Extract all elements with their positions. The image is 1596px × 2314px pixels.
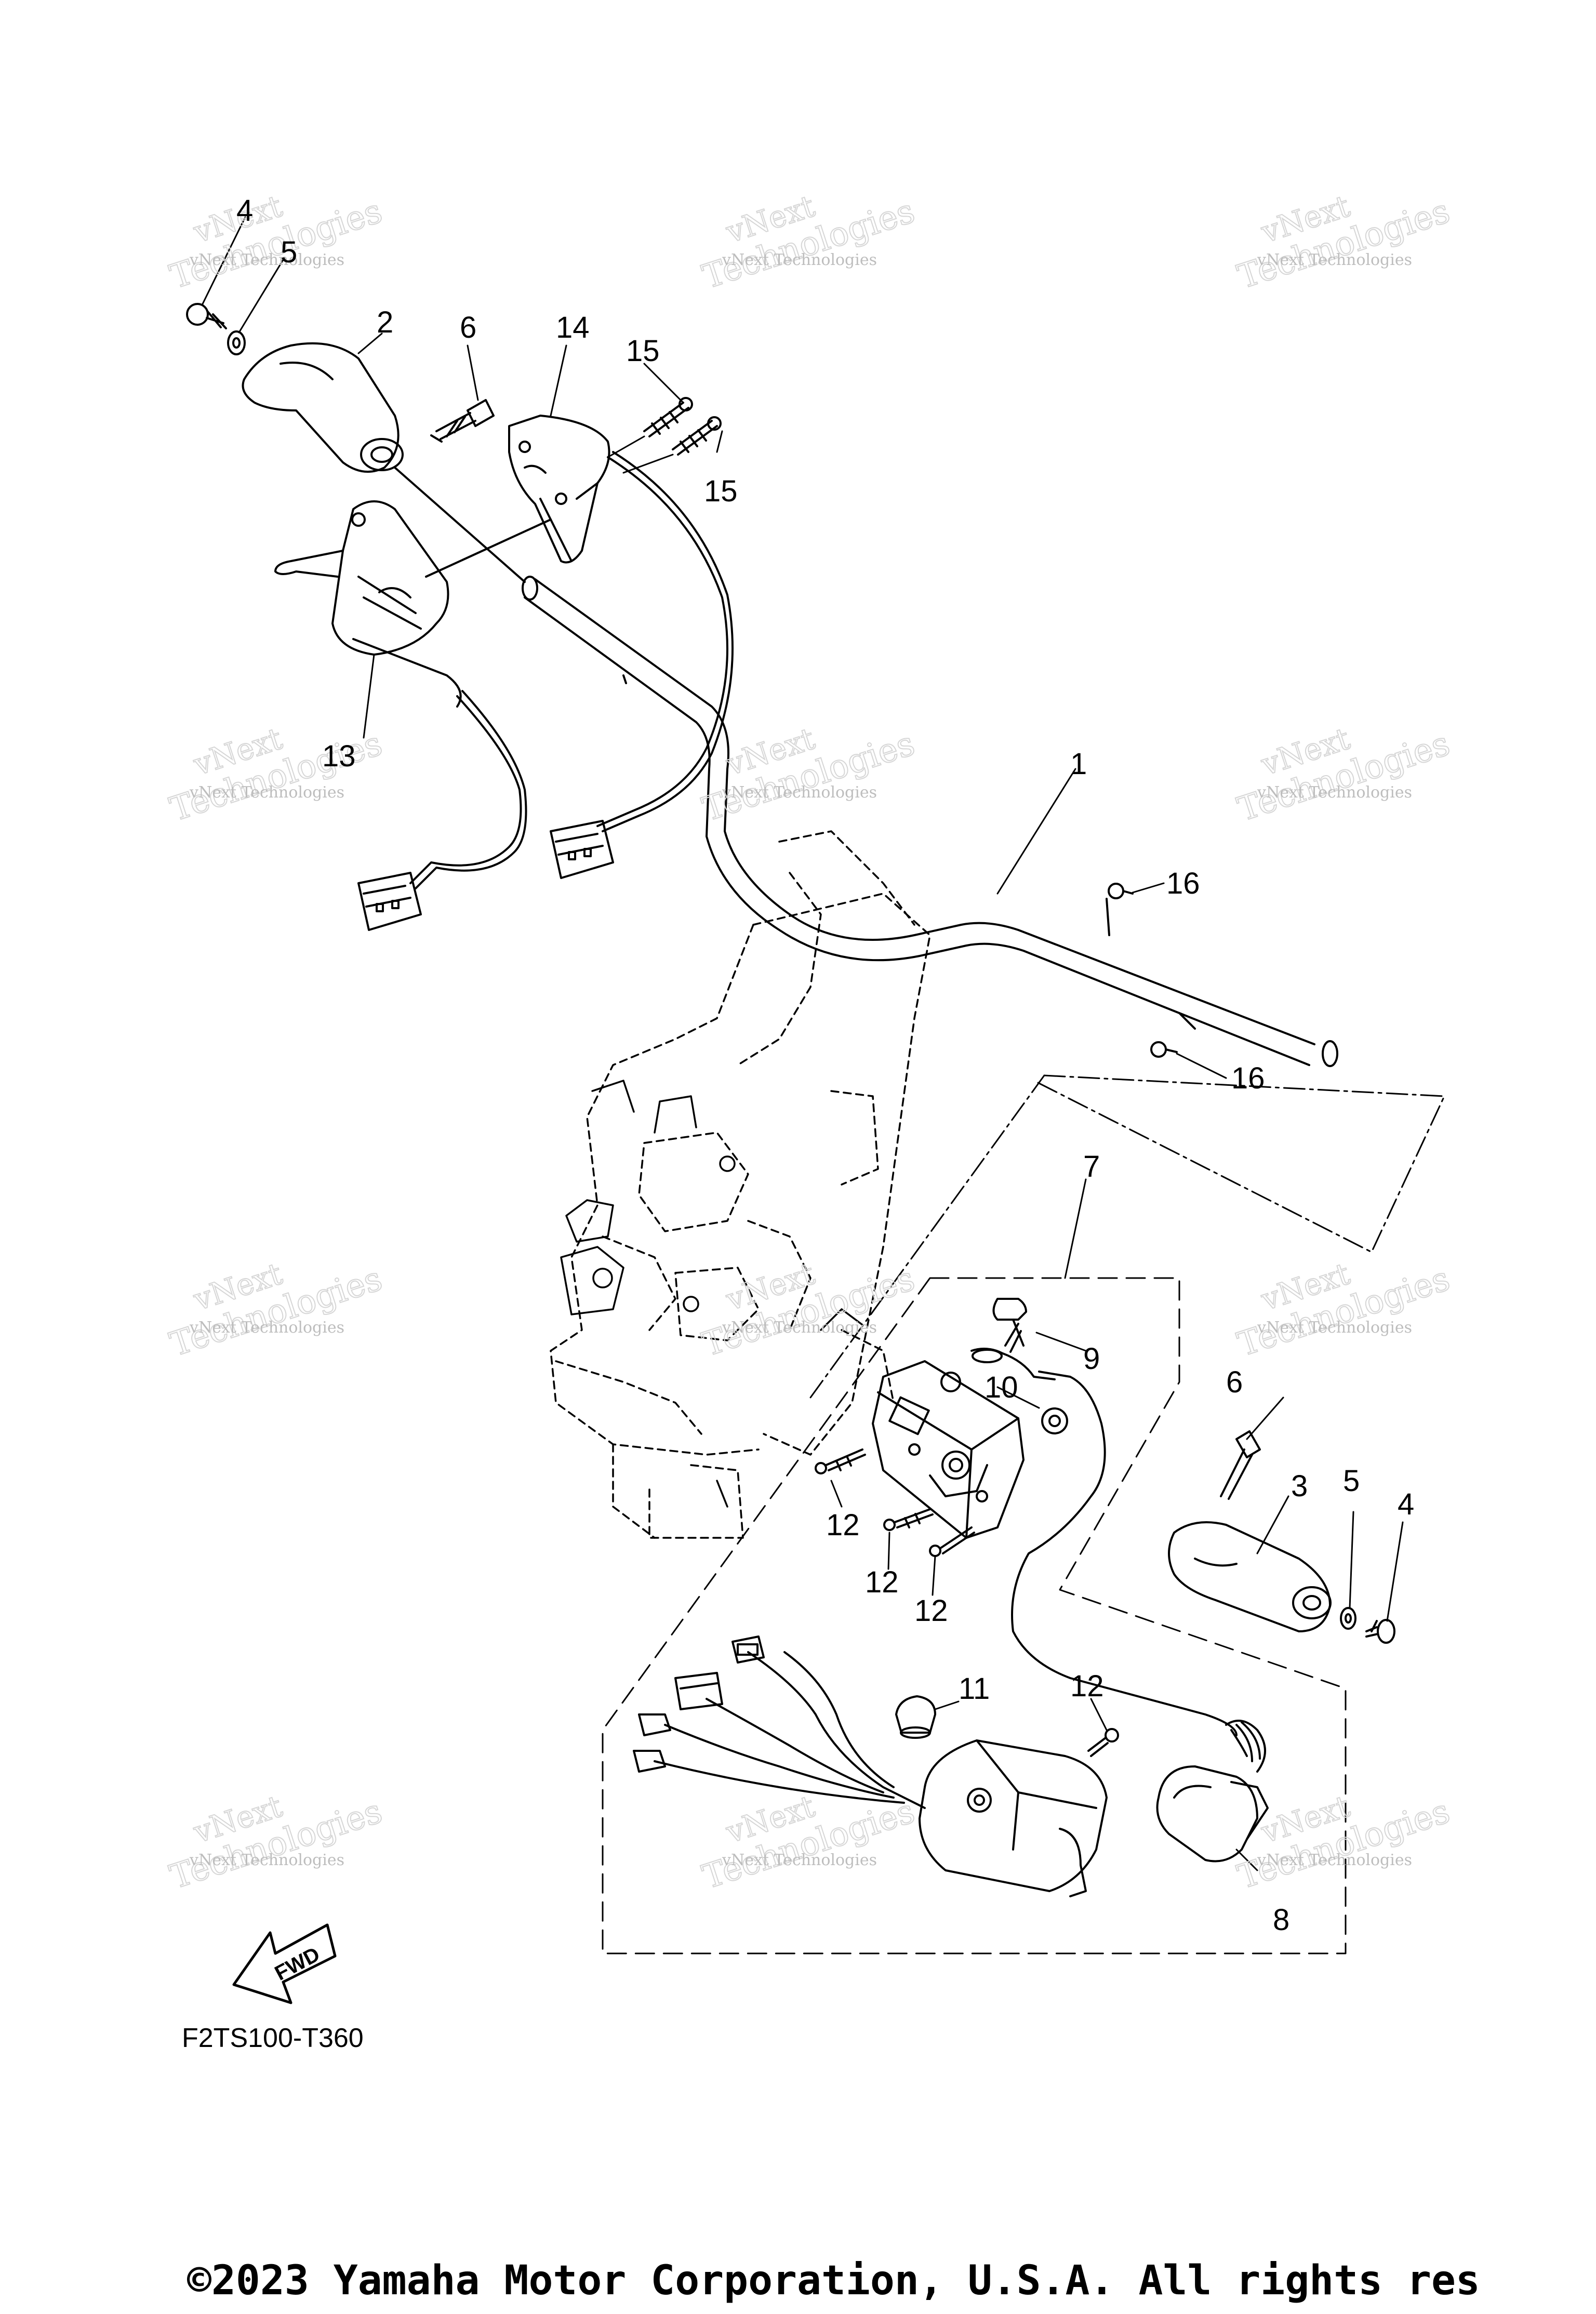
lower-connector-b (674, 1672, 723, 1710)
callout-10: 10 (985, 1371, 1018, 1404)
screw-9 (992, 1298, 1027, 1353)
screw-15-lower (672, 416, 722, 456)
steering-column-outline (550, 830, 931, 1539)
callout-14: 14 (556, 311, 590, 344)
left-grip (242, 342, 526, 583)
left-connector-b (550, 820, 614, 879)
lower-switch-housing (919, 1739, 1108, 1897)
callout-12-c: 12 (914, 1594, 948, 1628)
lanyard (1156, 1720, 1269, 1863)
svg-text:vNext Technologies: vNext Technologies (1257, 251, 1412, 269)
right-bolt (1220, 1430, 1261, 1500)
left-wire-harness (409, 451, 734, 889)
lanyard-clip (970, 1348, 1238, 1736)
left-switch-housing (274, 500, 552, 708)
fwd-label: FWD (271, 1943, 324, 1985)
switch-kit-outline (602, 1277, 1347, 1954)
left-washer (227, 330, 246, 355)
screw-12-d (1087, 1728, 1119, 1757)
svg-text:vNext Technologies: vNext Technologies (189, 1319, 344, 1337)
callout-15-lower: 15 (704, 474, 738, 508)
screw-12-a (815, 1448, 866, 1474)
steering-column-detail (560, 1080, 863, 1508)
handlebar (522, 576, 1338, 1067)
diagram-code: F2TS100-T360 (182, 2023, 364, 2053)
screw-15-upper (643, 397, 693, 437)
callout-4-right: 4 (1398, 1487, 1414, 1521)
right-washer (1340, 1607, 1356, 1630)
lower-connector-d (633, 1750, 666, 1773)
callout-13: 13 (322, 739, 356, 773)
callout-3: 3 (1291, 1469, 1308, 1503)
callout-4-left: 4 (236, 194, 253, 228)
right-grip (1168, 1521, 1332, 1632)
left-bolt (430, 399, 495, 443)
callout-labels: 4 5 2 6 14 15 15 13 1 16 16 7 9 10 12 12… (236, 194, 1414, 1937)
left-connector-a (357, 872, 422, 931)
callout-6-right: 6 (1226, 1365, 1243, 1399)
switch-box (872, 1360, 1025, 1539)
lower-connector-a (732, 1635, 765, 1664)
svg-text:vNext Technologies: vNext Technologies (189, 1851, 344, 1869)
lower-connector-c (638, 1713, 671, 1736)
svg-text:vNext Technologies: vNext Technologies (722, 1851, 877, 1869)
callout-6-left: 6 (460, 311, 476, 344)
callout-15-upper: 15 (626, 334, 660, 368)
svg-text:vNext Technologies: vNext Technologies (1257, 1851, 1412, 1869)
svg-text:vNext Technologies: vNext Technologies (189, 783, 344, 802)
callout-12-d: 12 (1070, 1669, 1104, 1703)
switch-cap (895, 1695, 936, 1739)
assembly-center-line (809, 1074, 1445, 1399)
bolt-16-upper (1106, 883, 1134, 936)
copyright-notice: ©2023 Yamaha Motor Corporation, U.S.A. A… (187, 2257, 1480, 2304)
screw-12-b (883, 1508, 934, 1531)
callout-8: 8 (1273, 1903, 1289, 1937)
callout-2: 2 (377, 305, 393, 339)
lower-wire-harness (654, 1651, 926, 1809)
callout-5-left: 5 (281, 235, 297, 269)
leader-lines (202, 216, 1404, 1871)
callout-1: 1 (1070, 747, 1087, 781)
svg-text:vNext Technologies: vNext Technologies (722, 1319, 877, 1337)
callout-12-a: 12 (826, 1508, 860, 1542)
callout-5-right: 5 (1343, 1464, 1360, 1498)
right-switch-housing (508, 415, 610, 564)
svg-text:vNext Technologies: vNext Technologies (722, 783, 877, 802)
callout-16-upper: 16 (1166, 867, 1200, 900)
right-end-screw (1365, 1619, 1395, 1644)
svg-text:vNext Technologies: vNext Technologies (1257, 1319, 1412, 1337)
svg-text:vNext Technologies: vNext Technologies (189, 251, 344, 269)
left-end-screw (186, 303, 227, 329)
callout-7: 7 (1083, 1150, 1100, 1183)
bolt-16-lower (1150, 1012, 1196, 1058)
callout-9: 9 (1083, 1342, 1100, 1376)
callout-12-b: 12 (865, 1565, 899, 1599)
callout-11: 11 (959, 1672, 990, 1706)
svg-text:vNext Technologies: vNext Technologies (722, 251, 877, 269)
callout-16-lower: 16 (1231, 1061, 1265, 1095)
fwd-arrow-icon (232, 1923, 337, 2004)
svg-text:vNext Technologies: vNext Technologies (1257, 783, 1412, 802)
